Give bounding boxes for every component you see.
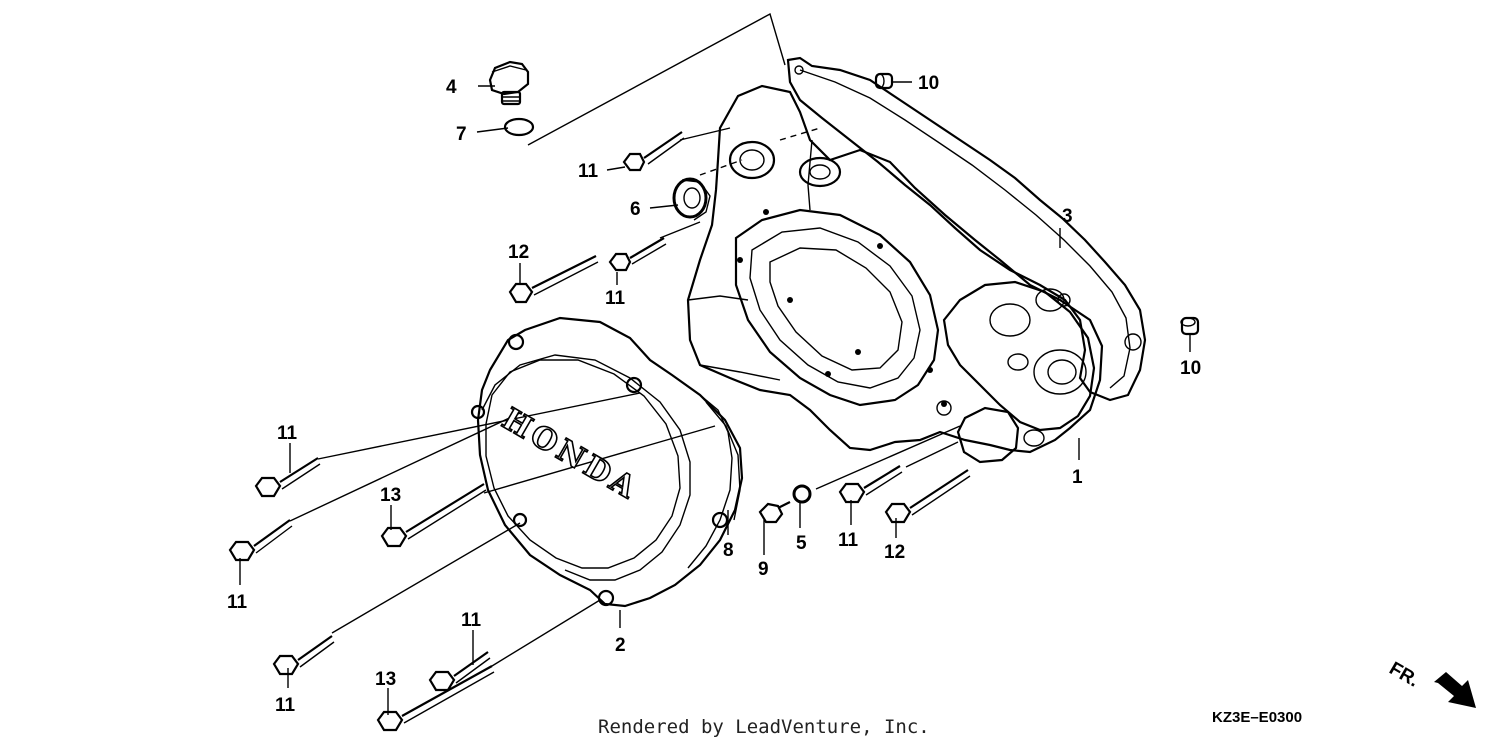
front-arrow-icon — [1434, 672, 1476, 708]
bolt-11-left-upper — [254, 457, 321, 498]
callout-11-left-upper: 11 — [277, 423, 298, 444]
crankcase-cover — [686, 84, 1104, 464]
callout-11-bottom-mid: 11 — [461, 610, 482, 631]
callout-11-mid: 11 — [605, 288, 626, 309]
callout-8: 8 — [723, 540, 734, 561]
callout-13-upper: 13 — [380, 485, 401, 506]
bolt-11-bottom-mid — [428, 651, 491, 692]
bolt-13-lower — [376, 665, 495, 732]
oil-filler-cap — [488, 60, 530, 106]
callout-5: 5 — [796, 533, 807, 554]
cover-gasket — [705, 401, 741, 521]
o-ring — [503, 117, 535, 137]
gasket-outline — [786, 56, 1147, 402]
callout-labels: 4 7 11 6 12 11 10 3 10 1 11 13 11 8 9 5 … — [227, 73, 1201, 716]
callout-7: 7 — [456, 124, 467, 145]
callout-11-top: 11 — [578, 161, 599, 182]
bolt-11-left-lower — [228, 519, 293, 562]
dowel-pin-right — [1180, 316, 1200, 336]
callout-2: 2 — [615, 635, 626, 656]
bolt-11-bottom-left — [272, 635, 335, 676]
callout-12-right: 12 — [884, 542, 905, 563]
callout-4: 4 — [446, 77, 457, 98]
bolt-12-left — [508, 255, 599, 304]
clutch-cover: HONDA — [470, 316, 744, 608]
bolt-11-center — [838, 465, 903, 504]
callout-1: 1 — [1072, 467, 1083, 488]
callout-11-bottom-left: 11 — [275, 695, 296, 716]
callout-13-lower: 13 — [375, 669, 396, 690]
callout-3: 3 — [1062, 206, 1073, 227]
oil-seal — [672, 177, 711, 221]
part-code: KZ3E–E0300 — [1212, 709, 1303, 726]
washer — [792, 484, 812, 504]
bolt-11-top — [622, 131, 685, 172]
bolt-12-right — [884, 469, 971, 524]
callout-10-top: 10 — [918, 73, 939, 94]
callout-9: 9 — [758, 559, 769, 580]
callout-10-right: 10 — [1180, 358, 1201, 379]
callout-6: 6 — [630, 199, 641, 220]
dowel-pin-top — [874, 72, 894, 90]
footer-credit: Rendered by LeadVenture, Inc. — [598, 716, 930, 738]
front-label: FR. — [1386, 658, 1423, 691]
honda-logo: HONDA — [496, 402, 644, 508]
leader-lines — [239, 12, 1191, 715]
bolt-11-mid — [608, 237, 667, 272]
drain-bolt — [758, 501, 791, 524]
bolt-13-upper — [380, 483, 487, 548]
callout-11-left-lower: 11 — [227, 592, 248, 613]
alignment-dashes — [699, 127, 821, 176]
callout-12-left: 12 — [508, 242, 529, 263]
front-direction-marker: FR. — [1386, 658, 1476, 708]
callout-11-center: 11 — [838, 530, 859, 551]
